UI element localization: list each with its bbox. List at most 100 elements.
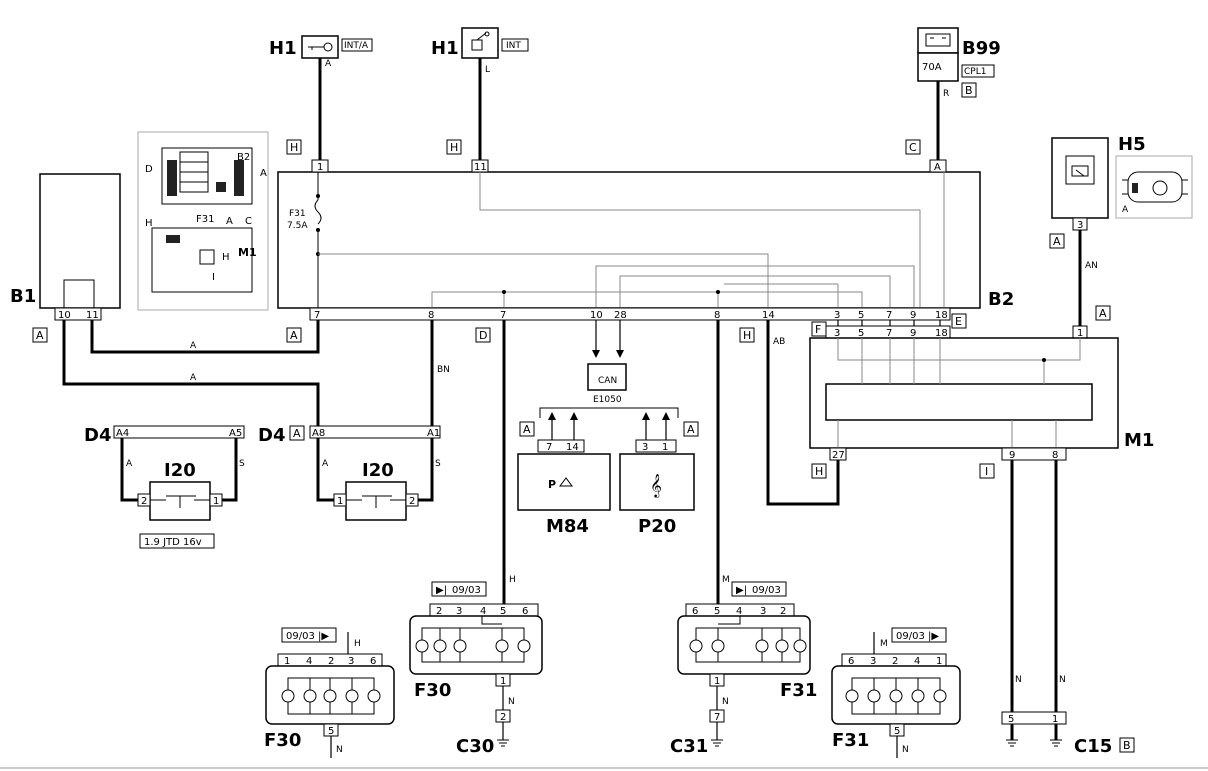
h1-int-switch: H1 INT L — [431, 27, 529, 160]
music-note-icon: 𝄞 — [650, 473, 662, 498]
m1-pin-1: 1 — [1077, 328, 1083, 339]
c15-label: C15 — [1074, 736, 1112, 757]
b2-conn-h3: H — [743, 329, 751, 342]
wire-m-f31b: M — [880, 639, 888, 649]
h1-key-switch: H1 INT/A A — [269, 35, 373, 160]
f31b-pin: 6 — [848, 656, 854, 667]
f30b-pin: 3 — [348, 656, 354, 667]
wire-l-h1: L — [485, 65, 490, 75]
b2-bottom-pin: 8 — [428, 310, 434, 321]
h1-int-tag: INT — [506, 41, 521, 51]
b2-conn-c: C — [909, 141, 917, 154]
f31-bottom-connector: M 09/03 |▶ 6 3 2 4 1 F31 5 N — [831, 627, 961, 758]
f30b-ground-pin: 5 — [328, 726, 334, 737]
m1-conn-f: F — [815, 323, 821, 336]
h5-pin: 3 — [1077, 220, 1083, 231]
b99-fuse-rating: 70A — [922, 62, 942, 73]
b2-body-computer: B2 1 11 A H H C F31 7.5A — [277, 139, 1014, 343]
battery-icon — [925, 33, 951, 47]
d4l-sw-pin: 2 — [141, 496, 147, 507]
h5-label: H5 — [1118, 134, 1146, 155]
wire-n-c15b: N — [1059, 675, 1066, 685]
d4l-pin: A5 — [229, 428, 242, 439]
f30t-label: F30 — [414, 680, 451, 701]
wire-an: AN — [1085, 261, 1098, 271]
b99-battery-fuse: 70A B99 CPL1 B R — [917, 27, 1001, 160]
b2-fuse-name: F31 — [289, 209, 306, 219]
f30t-ground-pin: 2 — [500, 712, 506, 723]
b2-conn-d: D — [479, 329, 487, 342]
map-letter: C — [245, 216, 252, 227]
b2-bottom-pin: 28 — [614, 310, 627, 321]
m1-label: M1 — [1124, 430, 1154, 451]
b2-conn-h1: H — [290, 141, 298, 154]
switch-icon — [150, 495, 210, 508]
f30-bottom-connector: 09/03 |▶ H 1 4 2 3 6 F30 5 N — [264, 627, 395, 758]
f30b-date: |▶ — [318, 631, 329, 642]
b2-bottom-pin: 10 — [590, 310, 603, 321]
b99-conn: B — [965, 84, 973, 97]
b2-bottom-pin: 7 — [500, 310, 506, 321]
f31t-pin: 3 — [760, 606, 766, 617]
d4-right-connector: A8 A1 D4 A A S I20 1 2 — [258, 425, 441, 521]
b2-bottom-pin: 14 — [762, 310, 775, 321]
m84-conn: A — [523, 423, 531, 436]
d4r-pin: A1 — [427, 428, 440, 439]
f30b-pin: 2 — [328, 656, 334, 667]
m84-pin: 7 — [546, 442, 552, 453]
m1-bottom-pin: 8 — [1052, 450, 1058, 461]
f30t-pin: 3 — [456, 606, 462, 617]
f31t-pin: 2 — [780, 606, 786, 617]
map-letter: A — [226, 216, 233, 227]
key-icon — [308, 42, 333, 52]
map-f31: F31 — [196, 214, 214, 225]
m1-bottom-pin: 9 — [1009, 450, 1015, 461]
b2-bottom-pin: 5 — [858, 310, 864, 321]
b99-tag: CPL1 — [964, 67, 986, 77]
car-thumbnail-icon — [1122, 171, 1188, 203]
f31t-date: ▶| — [736, 585, 747, 596]
b2-bottom-pin: 9 — [910, 310, 916, 321]
m1-top-pin: 3 — [834, 328, 840, 339]
p20-label: P20 — [638, 516, 676, 537]
h5-conn: A — [1053, 235, 1061, 248]
p20-conn: A — [687, 423, 695, 436]
f31t-out-pin: 1 — [714, 676, 720, 687]
d4r-label: D4 — [258, 425, 285, 446]
b2-bottom-pin: 7 — [886, 310, 892, 321]
int-switch-icon — [471, 31, 490, 51]
c15-pin: 1 — [1052, 714, 1058, 725]
wire-a-d4r: A — [322, 459, 329, 469]
b2-bottom-pin: 8 — [714, 310, 720, 321]
f31t-pin: 5 — [714, 606, 720, 617]
map-b2: B2 — [237, 152, 250, 163]
wire-ab: AB — [773, 337, 785, 347]
wire-s-d4l: S — [239, 459, 245, 469]
f30b-pin: 6 — [370, 656, 376, 667]
wire-a-b1-d4: A — [190, 373, 197, 383]
b2-fuse-rating: 7.5A — [287, 221, 308, 231]
f31b-date-text: 09/03 — [896, 631, 925, 642]
lamp-icons — [281, 677, 381, 715]
d4r-pin: A8 — [312, 428, 325, 439]
d4l-sw-pin: 1 — [213, 496, 219, 507]
lamp-icons — [845, 677, 947, 715]
f31t-ground-pin: 7 — [714, 712, 720, 723]
wire-n-f31t: N — [722, 697, 729, 707]
b1-conn: A — [36, 329, 44, 342]
f31b-ground-pin: 5 — [894, 726, 900, 737]
svg-text:P: P — [548, 478, 556, 491]
b2-bottom-pin: 3 — [834, 310, 840, 321]
f30b-date-text: 09/03 — [286, 631, 315, 642]
wire-n-f30t: N — [508, 697, 515, 707]
c15-ground: 5 1 C15 B — [1001, 711, 1135, 757]
p20-buzzer: 3 1 A 𝄞 P20 — [619, 412, 699, 537]
f31b-pin: 4 — [914, 656, 920, 667]
wire-a-b1-b2: A — [190, 341, 197, 351]
wire-n-c15a: N — [1015, 675, 1022, 685]
map-letter: H — [145, 218, 153, 229]
f31b-pin: 1 — [936, 656, 942, 667]
c31-label: C31 — [670, 736, 708, 757]
map-m1: M1 — [238, 246, 257, 259]
